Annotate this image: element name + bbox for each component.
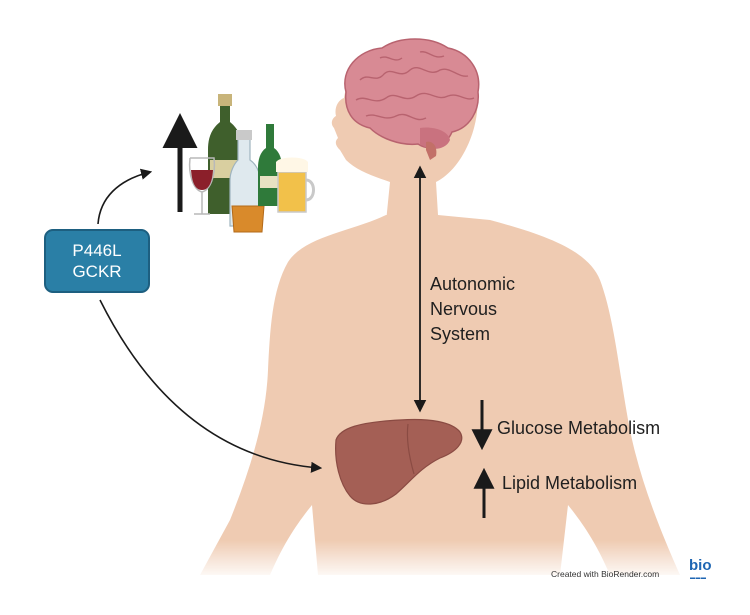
biorender-logo-mark: ▬▬▬: [690, 575, 707, 581]
gene-variant-box: P446L GCKR: [44, 229, 150, 293]
biorender-logo: bio: [689, 557, 712, 574]
wine-glass: [188, 157, 216, 215]
whisky-glass: [231, 205, 265, 233]
lipid-metabolism-label: Lipid Metabolism: [502, 473, 638, 493]
gene-to-liver-arrow: [99, 299, 323, 473]
nervous-system-line-3: System: [430, 324, 491, 344]
gene-variant-label: P446L: [72, 241, 122, 260]
alcohol-drinks-illustration: [188, 94, 315, 233]
glucose-metabolism-label: Glucose Metabolism: [497, 418, 661, 438]
beer-mug: [277, 171, 307, 213]
nervous-system-label: Autonomic Nervous System: [430, 272, 515, 347]
torso: [200, 215, 680, 575]
gene-name-label: GCKR: [72, 262, 122, 281]
human-body: [190, 46, 690, 580]
gene-to-alcohol-arrow: [97, 168, 153, 225]
nervous-system-line-1: Autonomic: [430, 274, 516, 294]
nervous-system-line-2: Nervous: [430, 299, 498, 319]
biorender-credit: Created with BioRender.com: [551, 569, 660, 579]
liver: [335, 418, 463, 505]
brain: [344, 38, 480, 160]
